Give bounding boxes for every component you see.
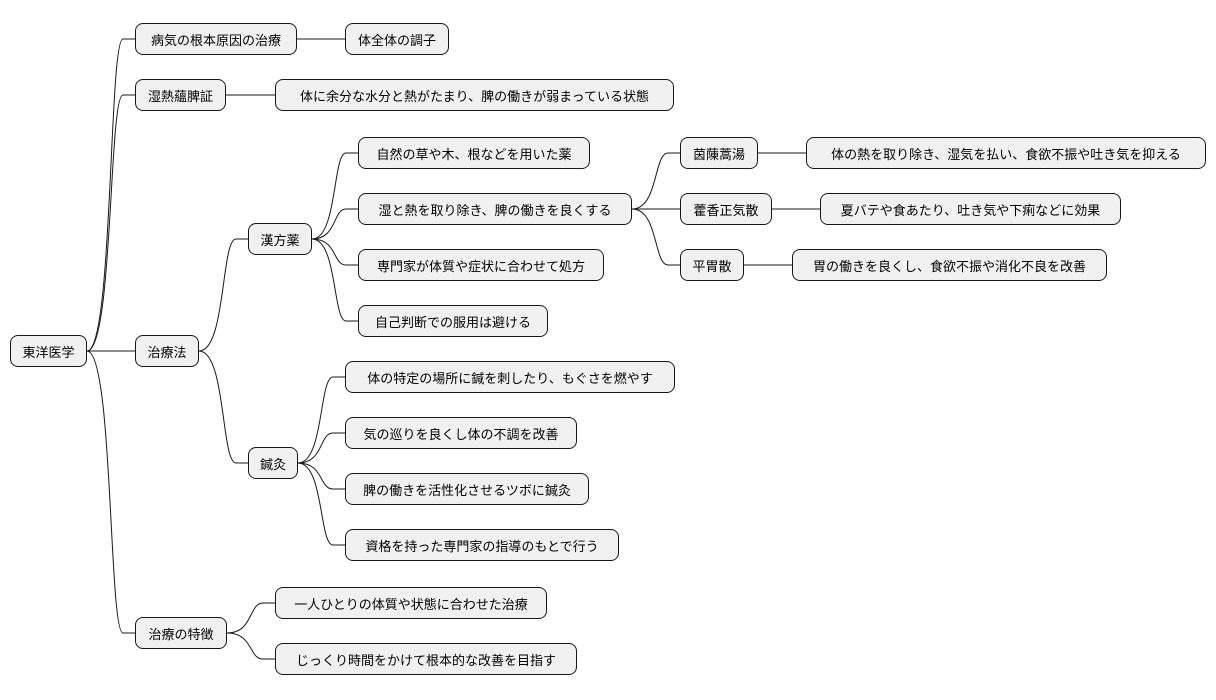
node-kampo-no-self-medication: 自己判断での服用は避ける [358,305,548,337]
connector-kampo-k0 [311,152,358,240]
node-root-toyo-igaku: 東洋医学 [10,335,87,367]
connector-root-b0 [86,38,135,352]
connector-shin-s1 [297,432,345,464]
connector-kampo-k2 [311,238,358,266]
node-acupuncture-needles-moxa: 体の特定の場所に鍼を刺したり、もぐさを燃やす [345,361,675,393]
connector-shin-s0 [297,376,345,464]
connector-b2-kampo [198,238,248,352]
node-feature-individual: 一人ひとりの体質や状態に合わせた治療 [275,587,547,619]
node-shitsunetsu-unpi-sho: 湿熱蘊脾証 [135,79,226,111]
node-heiisan: 平胃散 [680,249,744,281]
node-acupuncture-qi-flow: 気の巡りを良くし体の不調を改善 [345,417,577,449]
connector-kampo-k1 [311,208,358,240]
node-shitsunetsu-description: 体に余分な水分と熱がたまり、脾の働きが弱まっている状態 [275,79,674,111]
node-kampo-remove-damp-heat: 湿と熱を取り除き、脾の働きを良くする [358,193,632,225]
connector-b2-shin [198,350,248,464]
connector-root-b1 [86,94,135,352]
node-inchinkoto: 茵蔯蒿湯 [680,137,758,169]
node-kampo-prescribed: 専門家が体質や症状に合わせて処方 [358,249,604,281]
node-heiisan-effect: 胃の働きを良くし、食欲不振や消化不良を改善 [792,249,1107,281]
node-acupuncture-spleen-points: 脾の働きを活性化させるツボに鍼灸 [345,473,589,505]
connector-k1-f2 [631,208,680,266]
connector-shin-s2 [297,462,345,490]
node-acupuncture: 鍼灸 [248,447,298,479]
node-kampo-natural-herbs: 自然の草や木、根などを用いた薬 [358,137,590,169]
connector-b3-t0 [226,602,275,634]
node-feature-long-term: じっくり時間をかけて根本的な改善を目指す [275,643,577,675]
connector-kampo-k3 [311,238,358,322]
node-kakkoshokisan: 藿香正気散 [680,193,772,225]
node-fundamental-cause: 病気の根本原因の治療 [135,23,297,55]
node-kakkoshokisan-effect: 夏バテや食あたり、吐き気や下痢などに効果 [820,193,1121,225]
node-treatment-methods: 治療法 [135,335,199,367]
node-acupuncture-qualified: 資格を持った専門家の指導のもとで行う [345,529,619,561]
node-inchinkoto-effect: 体の熱を取り除き、湿気を払い、食欲不振や吐き気を抑える [806,137,1206,169]
connector-shin-s3 [297,462,345,546]
connector-root-b3 [86,350,135,634]
connector-k1-f0 [631,152,680,210]
node-whole-body-condition: 体全体の調子 [345,23,449,55]
node-kampo: 漢方薬 [248,223,312,255]
node-treatment-features: 治療の特徴 [135,617,227,649]
connector-b3-t1 [226,632,275,660]
